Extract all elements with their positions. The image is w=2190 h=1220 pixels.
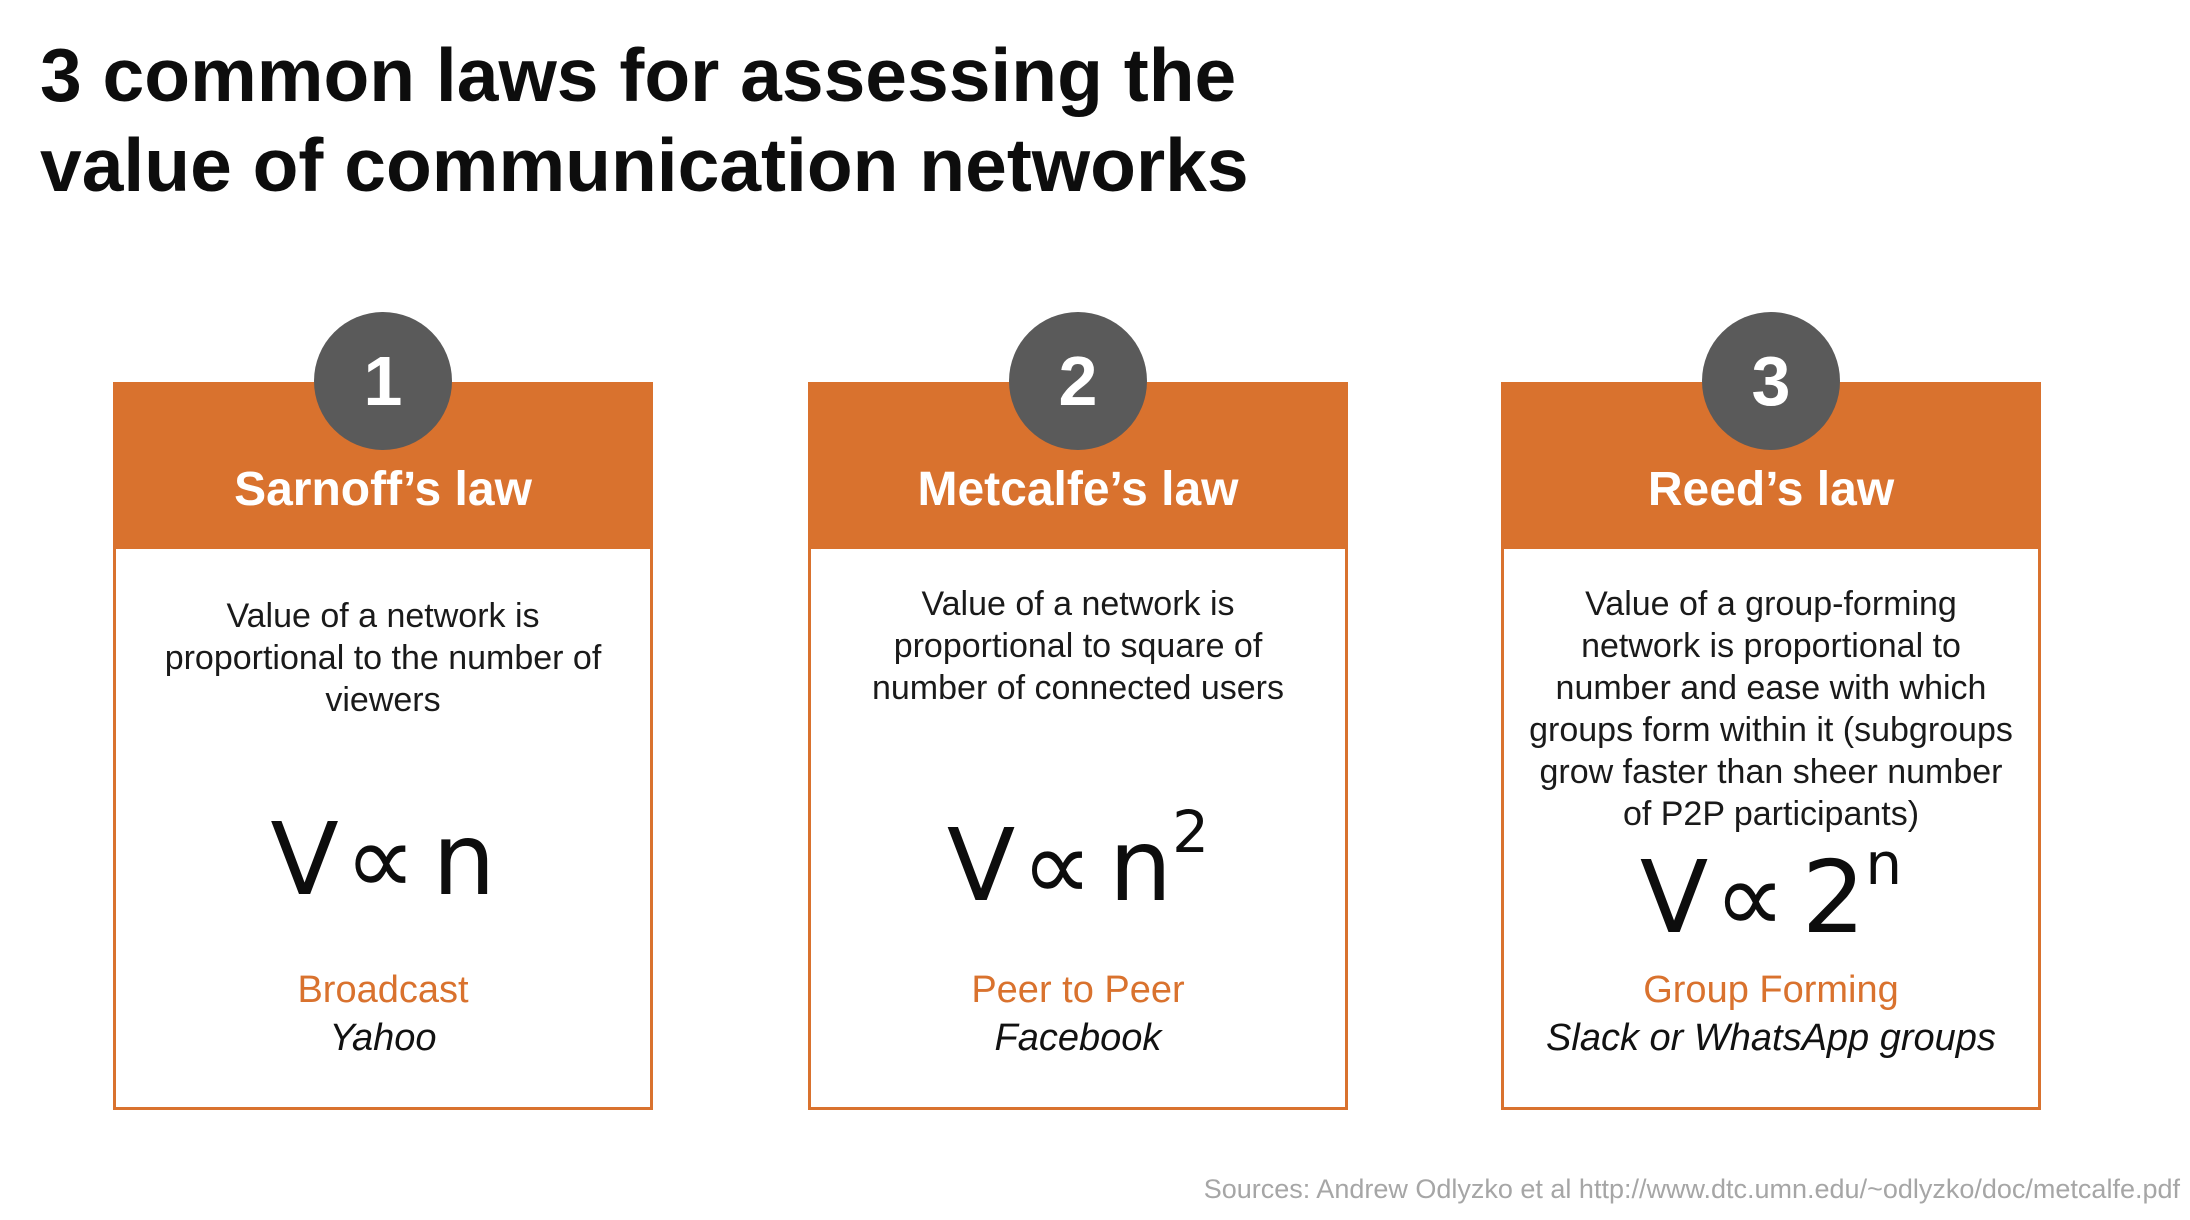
- law-example: Facebook: [994, 1017, 1162, 1059]
- law-card-reed: 3 Reed’s law Value of a group-forming ne…: [1501, 312, 2041, 1110]
- formula-lhs: V: [1639, 839, 1709, 956]
- law-category: Broadcast: [297, 969, 469, 1011]
- proportional-symbol: ∝: [344, 801, 417, 918]
- formula-base: n: [432, 801, 496, 918]
- law-category: Peer to Peer: [971, 969, 1185, 1011]
- title-line-1: 3 common laws for assessing the: [40, 33, 1237, 117]
- proportional-symbol: ∝: [1714, 839, 1786, 956]
- formula-lhs: V: [946, 807, 1016, 924]
- law-card-metcalfe: 2 Metcalfe’s law Value of a network is p…: [808, 312, 1348, 1110]
- law-name: Sarnoff’s law: [234, 463, 532, 516]
- formula-lhs: V: [270, 801, 339, 918]
- page-title: 3 common laws for assessing the value of…: [40, 30, 1440, 210]
- formula-base: n: [1108, 807, 1173, 924]
- formula-base: 2: [1801, 839, 1866, 956]
- law-card-header: 1 Sarnoff’s law: [113, 312, 653, 549]
- law-formula: V∝2n: [1504, 835, 2038, 953]
- number-badge: 2: [1009, 312, 1147, 450]
- source-citation: Sources: Andrew Odlyzko et al http://www…: [1203, 1174, 2180, 1204]
- law-example: Slack or WhatsApp groups: [1546, 1017, 1996, 1059]
- law-card-sarnoff: 1 Sarnoff’s law Value of a network is pr…: [113, 312, 653, 1110]
- proportional-symbol: ∝: [1021, 807, 1093, 924]
- title-line-2: value of communication networks: [40, 123, 1249, 207]
- law-example: Yahoo: [329, 1017, 437, 1059]
- law-card-header: 3 Reed’s law: [1501, 312, 2041, 549]
- law-description: Value of a group-forming network is prop…: [1529, 585, 2013, 833]
- law-card-header: 2 Metcalfe’s law: [808, 312, 1348, 549]
- law-category: Group Forming: [1643, 969, 1899, 1011]
- formula-exponent: n: [1865, 830, 1903, 898]
- law-formula: V∝n: [116, 805, 650, 915]
- law-name: Reed’s law: [1647, 463, 1895, 516]
- law-description: Value of a network is proportional to sq…: [871, 585, 1285, 707]
- law-formula: V∝n2: [811, 803, 1345, 921]
- law-name: Metcalfe’s law: [917, 463, 1239, 516]
- number-badge: 1: [314, 312, 452, 450]
- formula-exponent: 2: [1172, 798, 1210, 866]
- law-description: Value of a network is proportional to th…: [164, 597, 602, 719]
- number-badge: 3: [1702, 312, 1840, 450]
